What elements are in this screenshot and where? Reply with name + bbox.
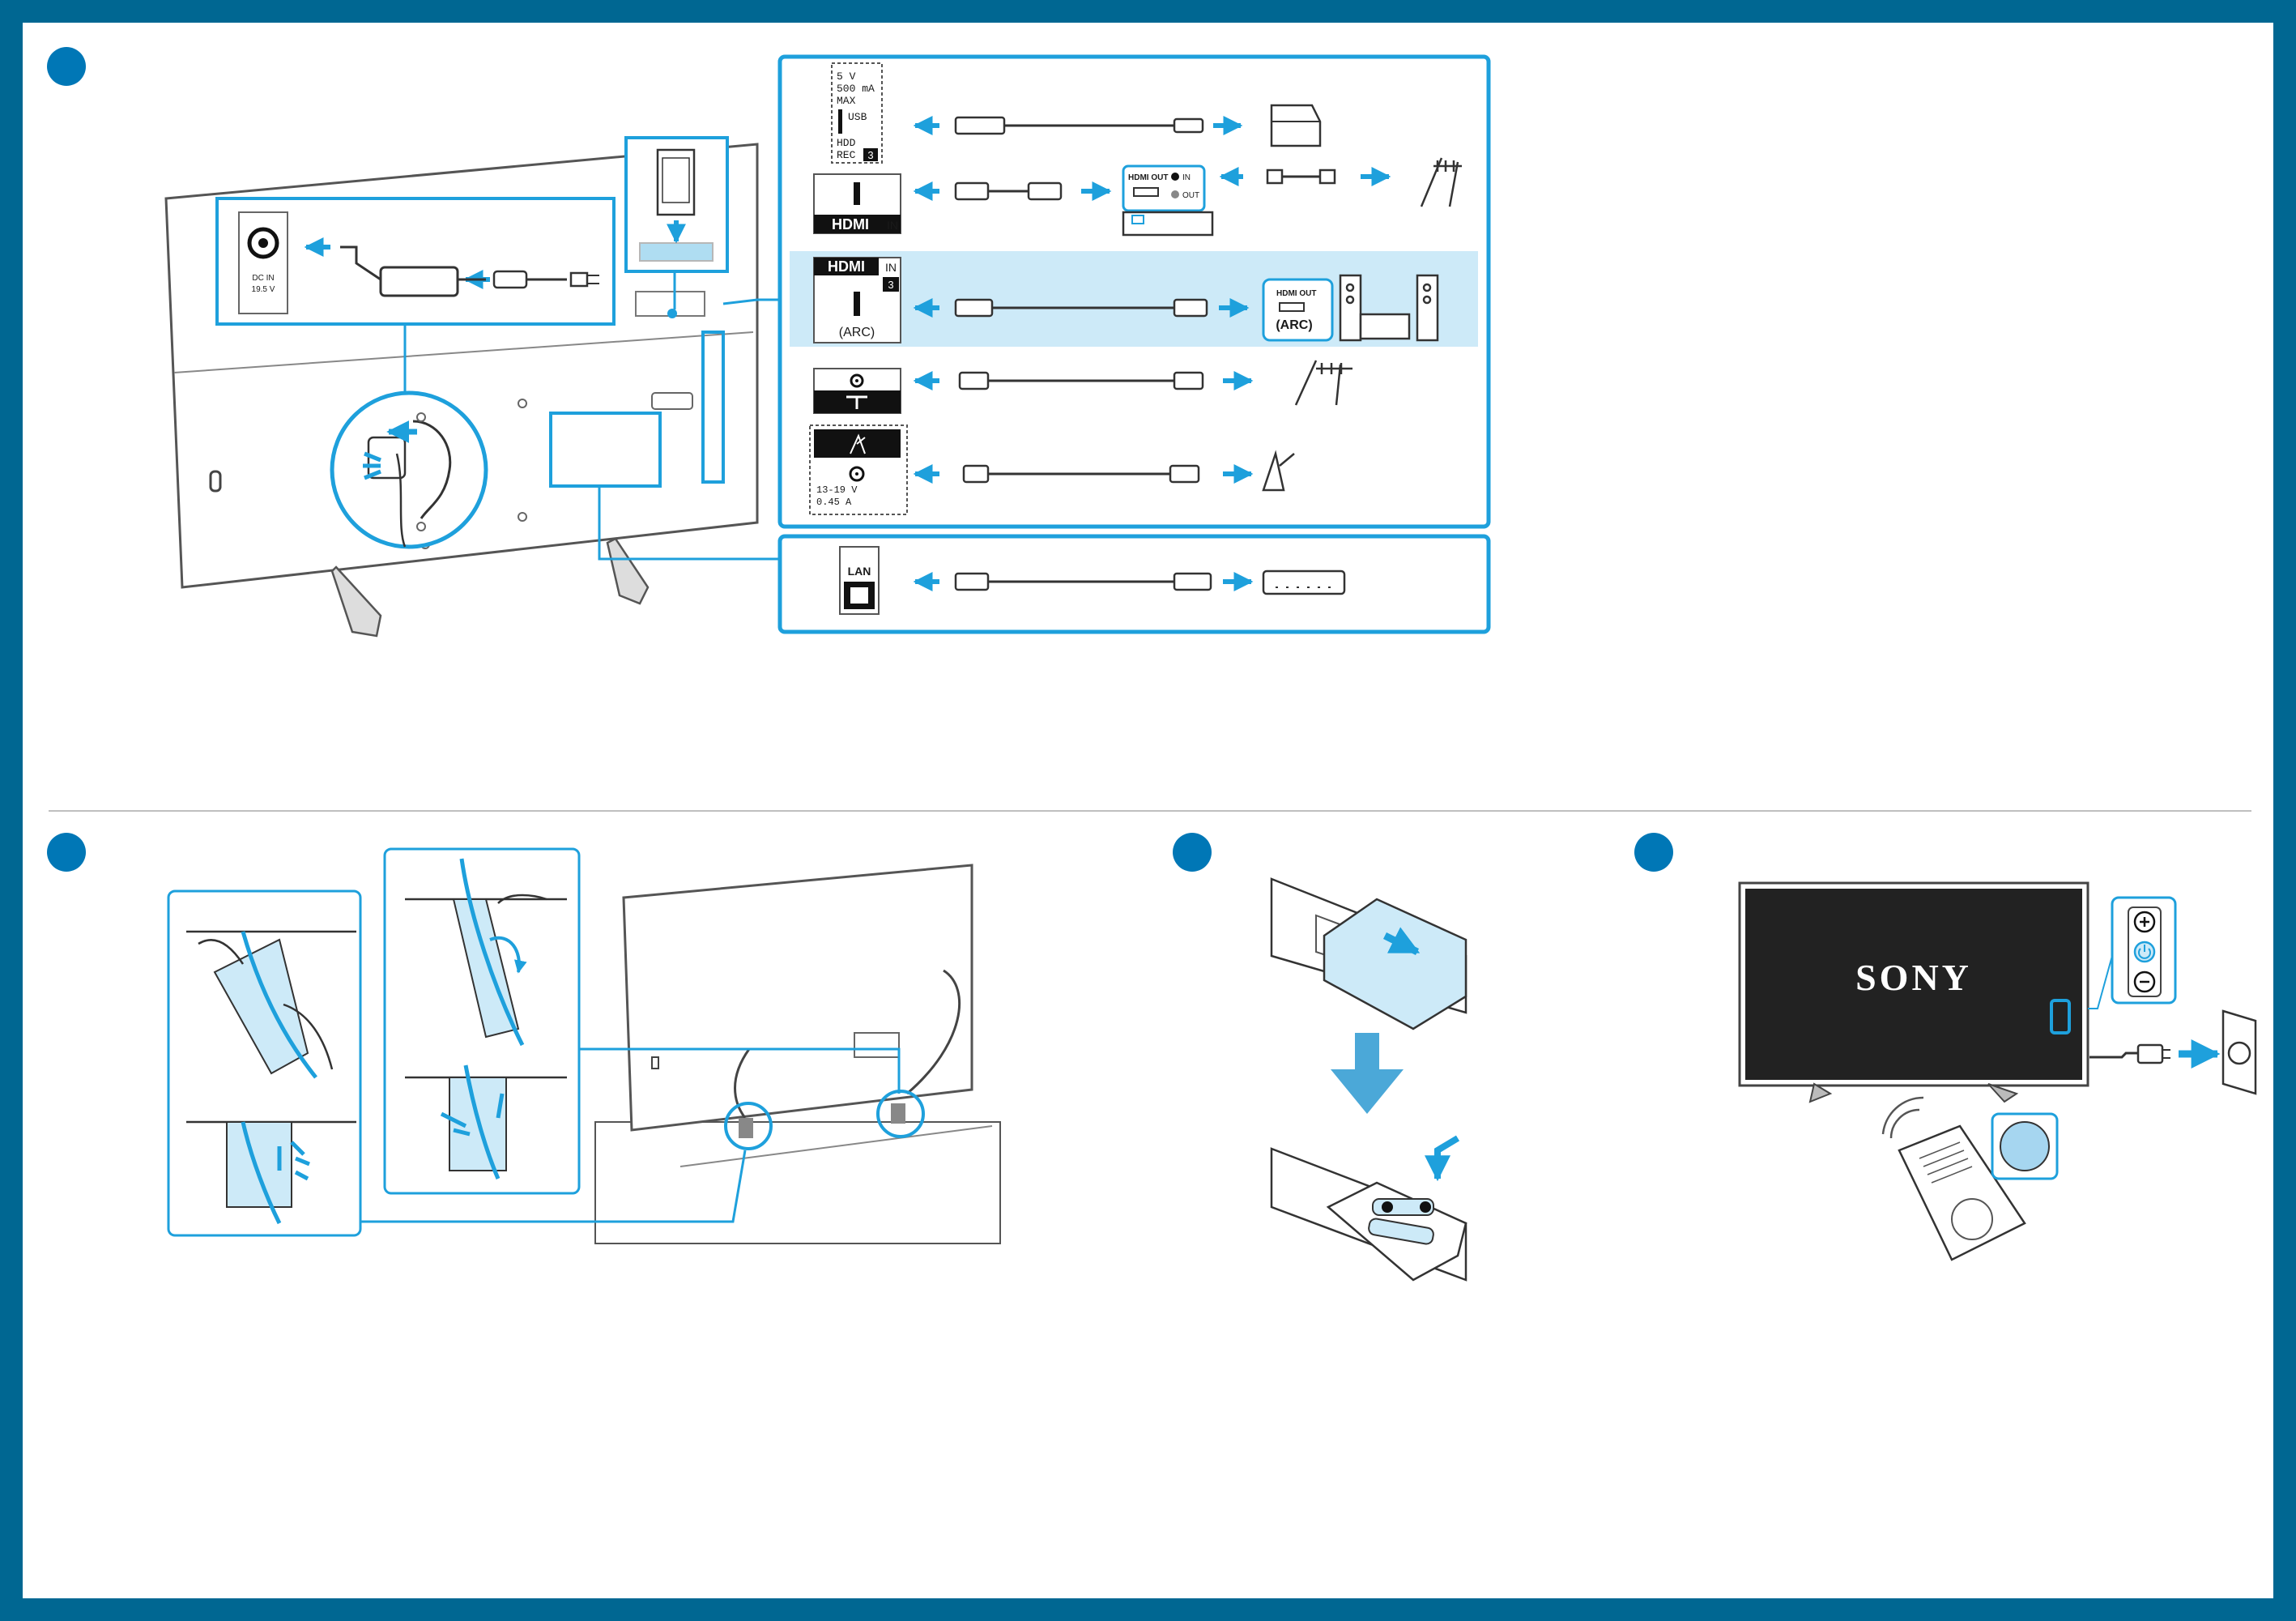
- antenna-icon-2: [1294, 360, 1352, 406]
- hdmi-arc-in-label: IN: [885, 261, 897, 274]
- tv-side-buttons: [2088, 896, 2177, 1009]
- tv-front: SONY: [1738, 881, 2089, 1103]
- step-3-marker: [1173, 833, 1212, 872]
- hdmi-in-label: IN: [887, 219, 898, 232]
- usb-current: 500 mA: [837, 83, 875, 95]
- usb-voltage: 5 V: [837, 70, 856, 83]
- settop-out: OUT: [1182, 191, 1199, 200]
- cable-clip-panel-right: [383, 847, 581, 1195]
- usb-rec: REC: [837, 149, 856, 161]
- soundbar-hdmi-out: HDMI OUT: [1276, 289, 1316, 298]
- remote-power-button: [2000, 1121, 2050, 1171]
- hdmi-arc-port-number: 3: [888, 279, 893, 291]
- usb-row: 5 V 500 mA MAX USB HDD REC 3: [831, 62, 1322, 164]
- usb-port-number: 3: [867, 149, 873, 161]
- satellite-current: 0.45 A: [816, 497, 852, 508]
- cable-clip-detail: [330, 390, 488, 549]
- cam-slot-callout: [624, 136, 729, 273]
- router-icon: [1262, 569, 1346, 595]
- soundbar-arc-label: (ARC): [1276, 318, 1312, 332]
- hdmi-in-logo: HDMI: [832, 216, 869, 232]
- satellite-voltage: 13-19 V: [816, 484, 858, 496]
- dc-in-callout: DC IN 19.5 V: [215, 197, 616, 326]
- dc-in-voltage: 19.5 V: [252, 285, 275, 294]
- next-step-arrow: [1331, 1033, 1404, 1114]
- lan-label: LAN: [848, 565, 871, 578]
- satellite-dish-icon: [1262, 450, 1295, 492]
- section-divider: [49, 810, 2251, 812]
- cable-clip-panel-left: [167, 889, 362, 1237]
- power-cord-outlet: [2089, 1009, 2257, 1095]
- hdmi-arc-row: HDMI IN 3 (ARC) HDMI OUT (ARC): [813, 257, 1439, 343]
- lan-panel: LAN: [598, 486, 1491, 634]
- hdmi-arc-label: (ARC): [839, 326, 875, 339]
- tv-screen-brand: SONY: [1855, 957, 1972, 998]
- remote-battery-compartment: [1270, 1135, 1467, 1282]
- connector-panel: [777, 54, 1491, 529]
- settop-hdmi-out: HDMI OUT: [1128, 173, 1168, 182]
- panel-leader-line: [722, 298, 780, 305]
- usb-label: USB: [848, 111, 867, 123]
- remote-power-press: [1881, 1096, 2059, 1261]
- step-2-marker: [47, 833, 86, 872]
- step-4-marker: [1634, 833, 1673, 872]
- speaker-system-icon: [1339, 274, 1439, 342]
- step-1-marker: [47, 47, 86, 86]
- hdmi-in-row: HDMI IN HDMI OUT IN OUT: [813, 157, 1462, 237]
- antenna-icon: [1420, 157, 1462, 207]
- tv-on-stand: [360, 864, 1001, 1244]
- satellite-row: 13-19 V 0.45 A: [809, 424, 1295, 515]
- antenna-row: [813, 360, 1352, 414]
- usb-hdd: HDD: [837, 137, 856, 149]
- hdmi-arc-logo: HDMI: [828, 258, 865, 275]
- remote-battery-cover: [1270, 877, 1467, 1030]
- usb-max: MAX: [837, 95, 856, 107]
- settop-in: IN: [1182, 173, 1191, 182]
- dc-in-label: DC IN: [252, 274, 274, 283]
